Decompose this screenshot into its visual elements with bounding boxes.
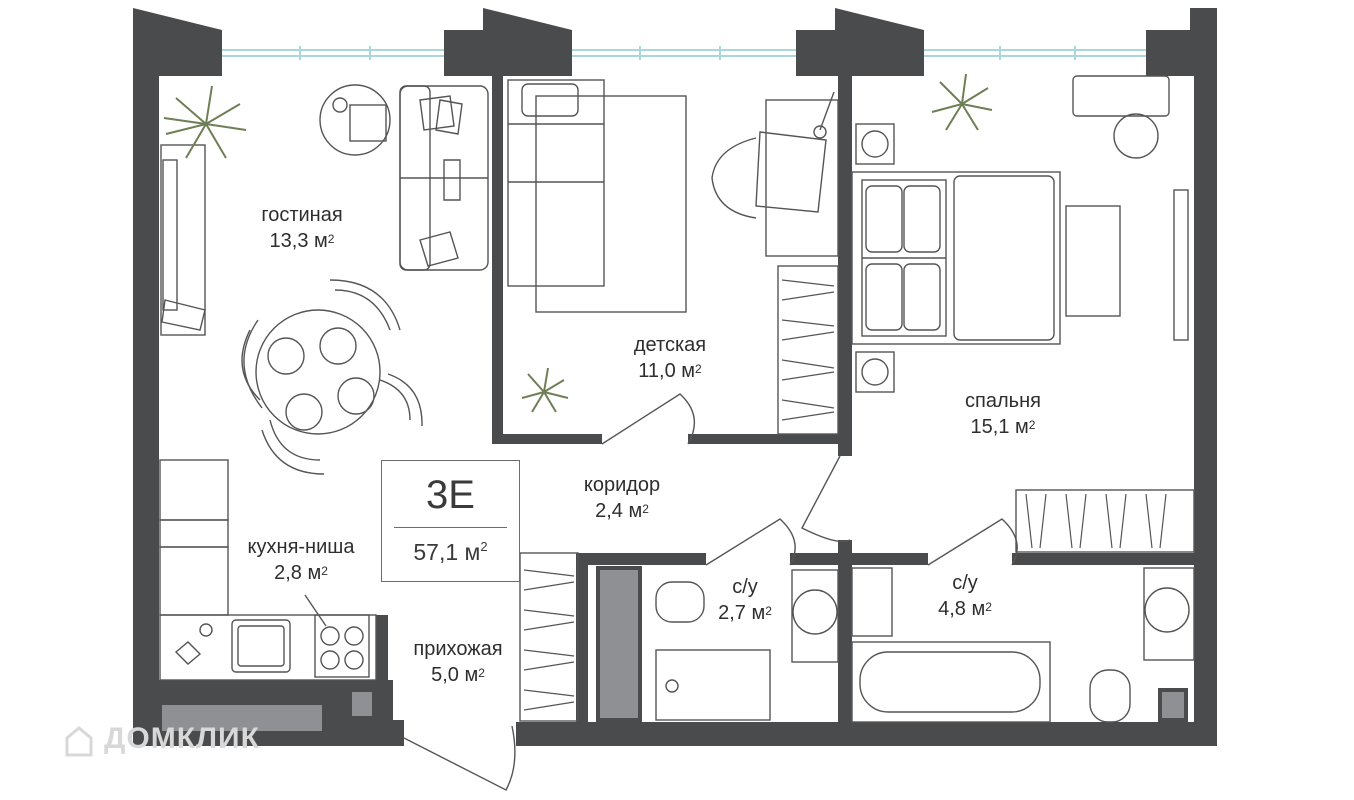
- wall-bath-top-b: [790, 553, 850, 565]
- shaft-bottom-left: [158, 701, 326, 735]
- nightstand-top: [855, 123, 895, 165]
- apartment-badge: 3E 57,1 м2: [381, 460, 520, 582]
- wall-kids-right: [838, 76, 852, 456]
- fridge: [159, 459, 229, 521]
- wall-kitchen-post: [376, 615, 388, 725]
- wall-hall-right: [576, 553, 588, 728]
- room-area: 15,1 м: [970, 416, 1029, 438]
- room-name: прихожая: [413, 638, 503, 660]
- room-area: 4,8 м: [938, 598, 986, 620]
- room-area: 13,3 м: [269, 230, 328, 252]
- shafts: [158, 566, 1188, 735]
- kitchen-counter: [159, 614, 377, 681]
- room-name: спальня: [965, 390, 1041, 412]
- wall-bath-top-c: [850, 553, 928, 565]
- door-bath1: [705, 518, 796, 566]
- room-area: 11,0 м: [638, 360, 696, 382]
- desk: [765, 99, 839, 257]
- room-label-living: гостиная 13,3 м2: [261, 204, 343, 252]
- room-name: детская: [633, 334, 707, 356]
- apartment-code: 3E: [426, 473, 475, 517]
- plants: [163, 73, 993, 413]
- wall-bottom: [516, 722, 1217, 746]
- room-name: коридор: [583, 474, 661, 496]
- room-label-kids: детская 11,0 м2: [633, 334, 707, 382]
- room-label-bedroom: спальня 15,1 м2: [965, 390, 1041, 438]
- plant-bedroom: [931, 73, 993, 131]
- room-name: с/у: [952, 572, 978, 594]
- room-area: 2,4 м: [595, 500, 643, 522]
- dresser: [1072, 75, 1170, 117]
- dining-table: [255, 309, 381, 435]
- nightstand-bottom: [855, 351, 895, 393]
- side-table: [319, 84, 391, 156]
- kids-wardrobe: [777, 265, 839, 435]
- wall-bath-mid: [838, 540, 852, 730]
- door-bath2: [927, 518, 1018, 566]
- wall-top-right: [1146, 8, 1217, 746]
- room-area: 5,0 м: [431, 664, 479, 686]
- room-label-bath1: с/у 2,7 м2: [718, 576, 772, 624]
- room-area: 2,8 м: [274, 562, 322, 584]
- room-area: 2,7 м: [718, 602, 766, 624]
- bathtub: [851, 641, 1051, 723]
- room-name: с/у: [732, 576, 758, 598]
- washbasin-1: [791, 569, 839, 663]
- room-label-kitchen: кухня-ниша 2,8 м2: [247, 536, 355, 584]
- room-label-corridor: коридор 2,4 м2: [583, 474, 661, 522]
- house-logo-icon: [65, 726, 93, 757]
- door-kids: [601, 393, 696, 445]
- door-entry: [403, 725, 516, 791]
- plant-living: [163, 85, 247, 159]
- rug-kids: [535, 95, 687, 313]
- room-label-hall: прихожая 5,0 м2: [413, 638, 503, 686]
- shaft-bath1: [596, 566, 642, 722]
- wall-kids-bottom-a: [492, 434, 602, 444]
- wall-left: [133, 76, 159, 746]
- wall-top-mid1: [444, 8, 572, 76]
- apartment-area: 57,1 м2: [413, 539, 488, 565]
- mirror: [1173, 189, 1189, 341]
- wall-kids-left: [492, 76, 503, 444]
- door-bedroom: [801, 455, 851, 543]
- bedroom-wardrobe: [1015, 489, 1195, 553]
- shaft-bath2: [1158, 688, 1188, 722]
- double-bed: [851, 171, 1061, 345]
- watermark-text: ДОМКЛИК: [104, 722, 260, 755]
- kids-bed: [507, 79, 605, 287]
- wall-top-mid2: [796, 8, 924, 76]
- wall-kids-bottom-b: [688, 434, 848, 444]
- stove: [314, 614, 370, 678]
- toilet-2: [1089, 669, 1131, 723]
- bed-rug: [1065, 205, 1121, 317]
- shower-1: [655, 649, 771, 721]
- washmachine: [851, 567, 893, 637]
- furniture: [159, 75, 1195, 791]
- windows: [222, 46, 1146, 60]
- wall-bath-top-d: [1012, 553, 1194, 565]
- shaft-small-left: [348, 688, 376, 720]
- hall-wardrobe: [519, 552, 579, 722]
- toilet-1: [655, 581, 705, 623]
- plant-kids: [521, 367, 569, 413]
- washbasin-2: [1143, 567, 1195, 661]
- room-name: кухня-ниша: [247, 536, 355, 558]
- tv-stand: [160, 144, 206, 336]
- wall-bath-top-a: [586, 553, 706, 565]
- sink: [231, 619, 291, 673]
- room-name: гостиная: [261, 204, 343, 226]
- badge-divider: [394, 527, 507, 528]
- room-label-bath2: с/у 4,8 м2: [938, 572, 992, 620]
